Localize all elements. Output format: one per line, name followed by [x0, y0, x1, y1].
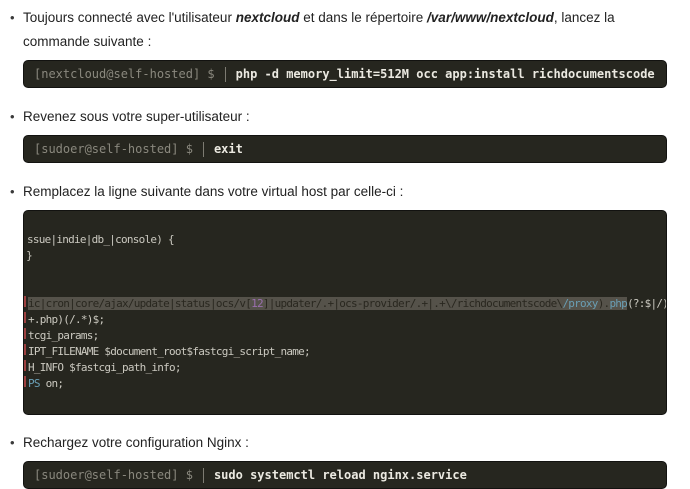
prompt-separator	[224, 66, 226, 82]
text-segment: nextcloud	[235, 10, 300, 25]
code-line	[24, 280, 666, 296]
terminal-command: php -d memory_limit=512M occ app:install…	[235, 67, 655, 81]
code-line: IPT_FILENAME $document_root$fastcgi_scri…	[24, 344, 666, 360]
text-segment: , lancez la commande suivante :	[23, 10, 615, 49]
terminal-code-block[interactable]: [sudoer@self-hosted] $ sudo systemctl rel…	[23, 461, 667, 489]
terminal-command: sudo systemctl reload nginx.service	[213, 468, 467, 482]
code-segment: (?:$|/) {	[627, 297, 667, 310]
code-segment: on;	[39, 377, 64, 390]
terminal-prompt: [sudoer@self-hosted] $	[34, 468, 193, 482]
code-segment: }	[27, 248, 32, 261]
terminal-prompt: [sudoer@self-hosted] $	[34, 142, 193, 156]
code-segment: +.php)(/.*)$;	[28, 313, 105, 326]
code-line	[24, 392, 666, 408]
bullet-item: Rechargez votre configuration Nginx :	[23, 431, 667, 455]
code-segment: /proxy	[562, 297, 598, 310]
code-line: ssue|indie|db_|console) {	[24, 232, 666, 248]
code-segment: ssue|indie|db_|console) {	[27, 233, 175, 246]
config-code-block[interactable]: ssue|indie|db_|console) {} ic|cron|core/a…	[23, 210, 667, 415]
text-segment: Toujours connecté avec l'utilisateur	[23, 10, 236, 25]
terminal-prompt: [nextcloud@self-hosted] $	[34, 67, 215, 81]
code-line: PS on;	[24, 376, 666, 392]
code-segment: ic|cron|core/ajax/update|status|ocs/v[	[28, 297, 252, 310]
bullet-item: Revenez sous votre super-utilisateur :	[23, 105, 667, 129]
text-segment: Remplacez la ligne suivante dans votre v…	[23, 184, 404, 199]
terminal-command: exit	[213, 142, 243, 156]
prompt-separator	[202, 467, 204, 483]
code-segment: PS	[28, 377, 40, 390]
code-segment: ).	[597, 297, 610, 310]
code-segment: H_INFO $fastcgi_path_info;	[28, 361, 181, 374]
text-segment: Revenez sous votre super-utilisateur :	[23, 109, 250, 124]
clipped-glyph-red	[24, 376, 26, 387]
text-segment: et dans le répertoire	[299, 10, 428, 25]
bullet-item: Remplacez la ligne suivante dans votre v…	[23, 180, 667, 204]
text-segment: Rechargez votre configuration Nginx :	[23, 435, 249, 450]
code-segment: 12	[251, 297, 264, 310]
bullet-icon	[10, 105, 15, 129]
terminal-code-block[interactable]: [nextcloud@self-hosted] $ php -d memory_l…	[23, 60, 667, 88]
bullet-icon	[10, 180, 15, 204]
code-line: H_INFO $fastcgi_path_info;	[24, 360, 666, 376]
code-segment: IPT_FILENAME $document_root$fastcgi_scri…	[28, 345, 311, 358]
code-line	[24, 264, 666, 280]
bullet-item: Toujours connecté avec l'utilisateur nex…	[23, 6, 667, 54]
highlighted-code-line: ic|cron|core/ajax/update|status|ocs/v[12…	[24, 296, 666, 312]
code-segment: ]|updater/.+|ocs-provider/.+|.+\/richdoc…	[262, 297, 563, 310]
code-segment: php	[609, 297, 628, 310]
code-line: tcgi_params;	[24, 328, 666, 344]
code-line: +.php)(/.*)$;	[24, 312, 666, 328]
clipped-glyph-red	[24, 312, 26, 323]
terminal-code-block[interactable]: [sudoer@self-hosted] $ exit	[23, 135, 667, 163]
code-segment: tcgi_params;	[28, 329, 99, 342]
post-content: Toujours connecté avec l'utilisateur nex…	[23, 6, 667, 489]
bullet-icon	[10, 6, 15, 30]
code-line: }	[24, 248, 666, 264]
clipped-glyph-red	[24, 328, 26, 339]
bullet-icon	[10, 431, 15, 455]
clipped-glyph-red	[24, 296, 26, 307]
code-line	[24, 216, 666, 232]
clipped-glyph-red	[24, 344, 26, 355]
prompt-separator	[202, 141, 204, 157]
clipped-glyph-red	[24, 360, 26, 371]
text-segment: /var/www/nextcloud	[427, 10, 554, 25]
